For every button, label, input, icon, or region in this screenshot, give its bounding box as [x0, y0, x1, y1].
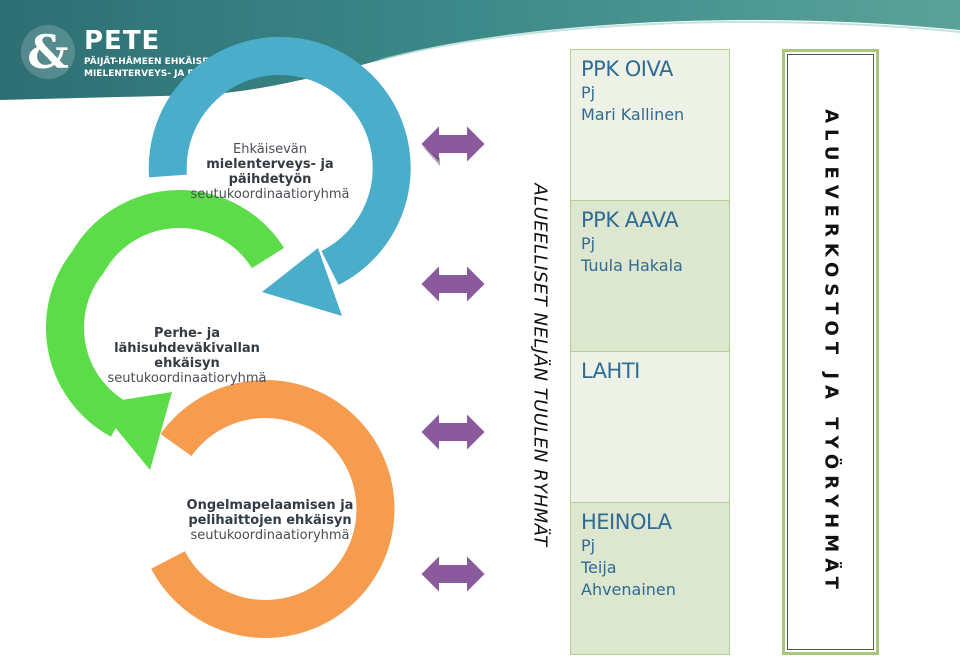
region-line: Tuula Hakala: [581, 256, 683, 275]
networks-heading: ALUEVERKOSTOT JA TYÖRYHMÄT: [820, 109, 841, 595]
double-arrow-icon: [418, 262, 488, 306]
label-violence: Perhe- ja lähisuhdeväkivallan ehkäisyn s…: [82, 326, 292, 386]
green-arrowhead-icon: [96, 392, 172, 470]
double-arrow-icon: [418, 122, 488, 166]
regional-groups-heading: ALUEELLISET NELJÄN TUULEN RYHMÄT: [520, 150, 560, 580]
region-title: LAHTI: [581, 359, 640, 383]
networks-box-inner: [787, 54, 874, 650]
region-line: Teija: [581, 558, 617, 577]
regional-groups-heading-text: ALUEELLISET NELJÄN TUULEN RYHMÄT: [529, 183, 551, 547]
label-violence-bold-1: Perhe- ja lähisuhdeväkivallan: [114, 326, 260, 356]
label-violence-light: seutukoordinaatioryhmä: [107, 371, 267, 386]
blue-arrowhead-icon: [262, 248, 342, 316]
label-violence-bold-2: ehkäisyn: [154, 356, 220, 371]
region-cell: PPK AAVA Pj Tuula Hakala: [571, 201, 729, 352]
orange-arc: [151, 380, 395, 638]
logo: & PETE PÄIJÄT-HÄMEEN EHKÄISEV MIELENTERV…: [18, 24, 218, 84]
region-line: Pj: [581, 536, 596, 555]
networks-box: ALUEVERKOSTOT JA TYÖRYHMÄT: [782, 49, 879, 655]
logo-line-2: MIELENTERVEYS- JA PÄ: [84, 69, 201, 79]
logo-brand: PETE: [84, 26, 161, 56]
label-gambling-light: seutukoordinaatioryhmä: [190, 528, 350, 543]
logo-line-1: PÄIJÄT-HÄMEEN EHKÄISEV: [84, 57, 216, 67]
cycle-diagram: [46, 36, 411, 638]
label-gambling-bold-1: Ongelmapelaamisen ja: [186, 498, 354, 513]
region-cell: LAHTI: [571, 352, 729, 503]
label-gambling: Ongelmapelaamisen ja pelihaittojen ehkäi…: [170, 498, 370, 543]
region-title: PPK AAVA: [581, 208, 679, 232]
region-line: Pj: [581, 234, 596, 253]
double-arrow-icon: [418, 410, 488, 454]
label-mental-health: Ehkäisevän mielenterveys- ja päihdetyön …: [175, 142, 365, 202]
double-arrow-icon: [418, 552, 488, 596]
region-title: HEINOLA: [581, 510, 672, 534]
region-title: PPK OIVA: [581, 57, 673, 81]
label-mental-health-bold-2: päihdetyön: [228, 172, 312, 187]
blue-arc: [148, 36, 411, 285]
label-mental-health-pre: Ehkäisevän: [232, 142, 307, 157]
svg-text:&: &: [27, 25, 69, 79]
region-cell: HEINOLA Pj Teija Ahvenainen: [571, 503, 729, 654]
label-mental-health-bold-1: mielenterveys- ja: [206, 157, 334, 172]
region-cell: PPK OIVA Pj Mari Kallinen: [571, 50, 729, 201]
label-gambling-bold-2: pelihaittojen ehkäisyn: [188, 513, 352, 528]
green-arc: [46, 190, 285, 437]
regions-column: PPK OIVA Pj Mari Kallinen PPK AAVA Pj Tu…: [570, 49, 730, 655]
region-line: Mari Kallinen: [581, 105, 685, 124]
region-line: Ahvenainen: [581, 580, 676, 599]
region-line: Pj: [581, 83, 596, 102]
label-mental-health-light: seutukoordinaatioryhmä: [190, 187, 350, 202]
ampersand-logo-icon: &: [21, 25, 75, 79]
